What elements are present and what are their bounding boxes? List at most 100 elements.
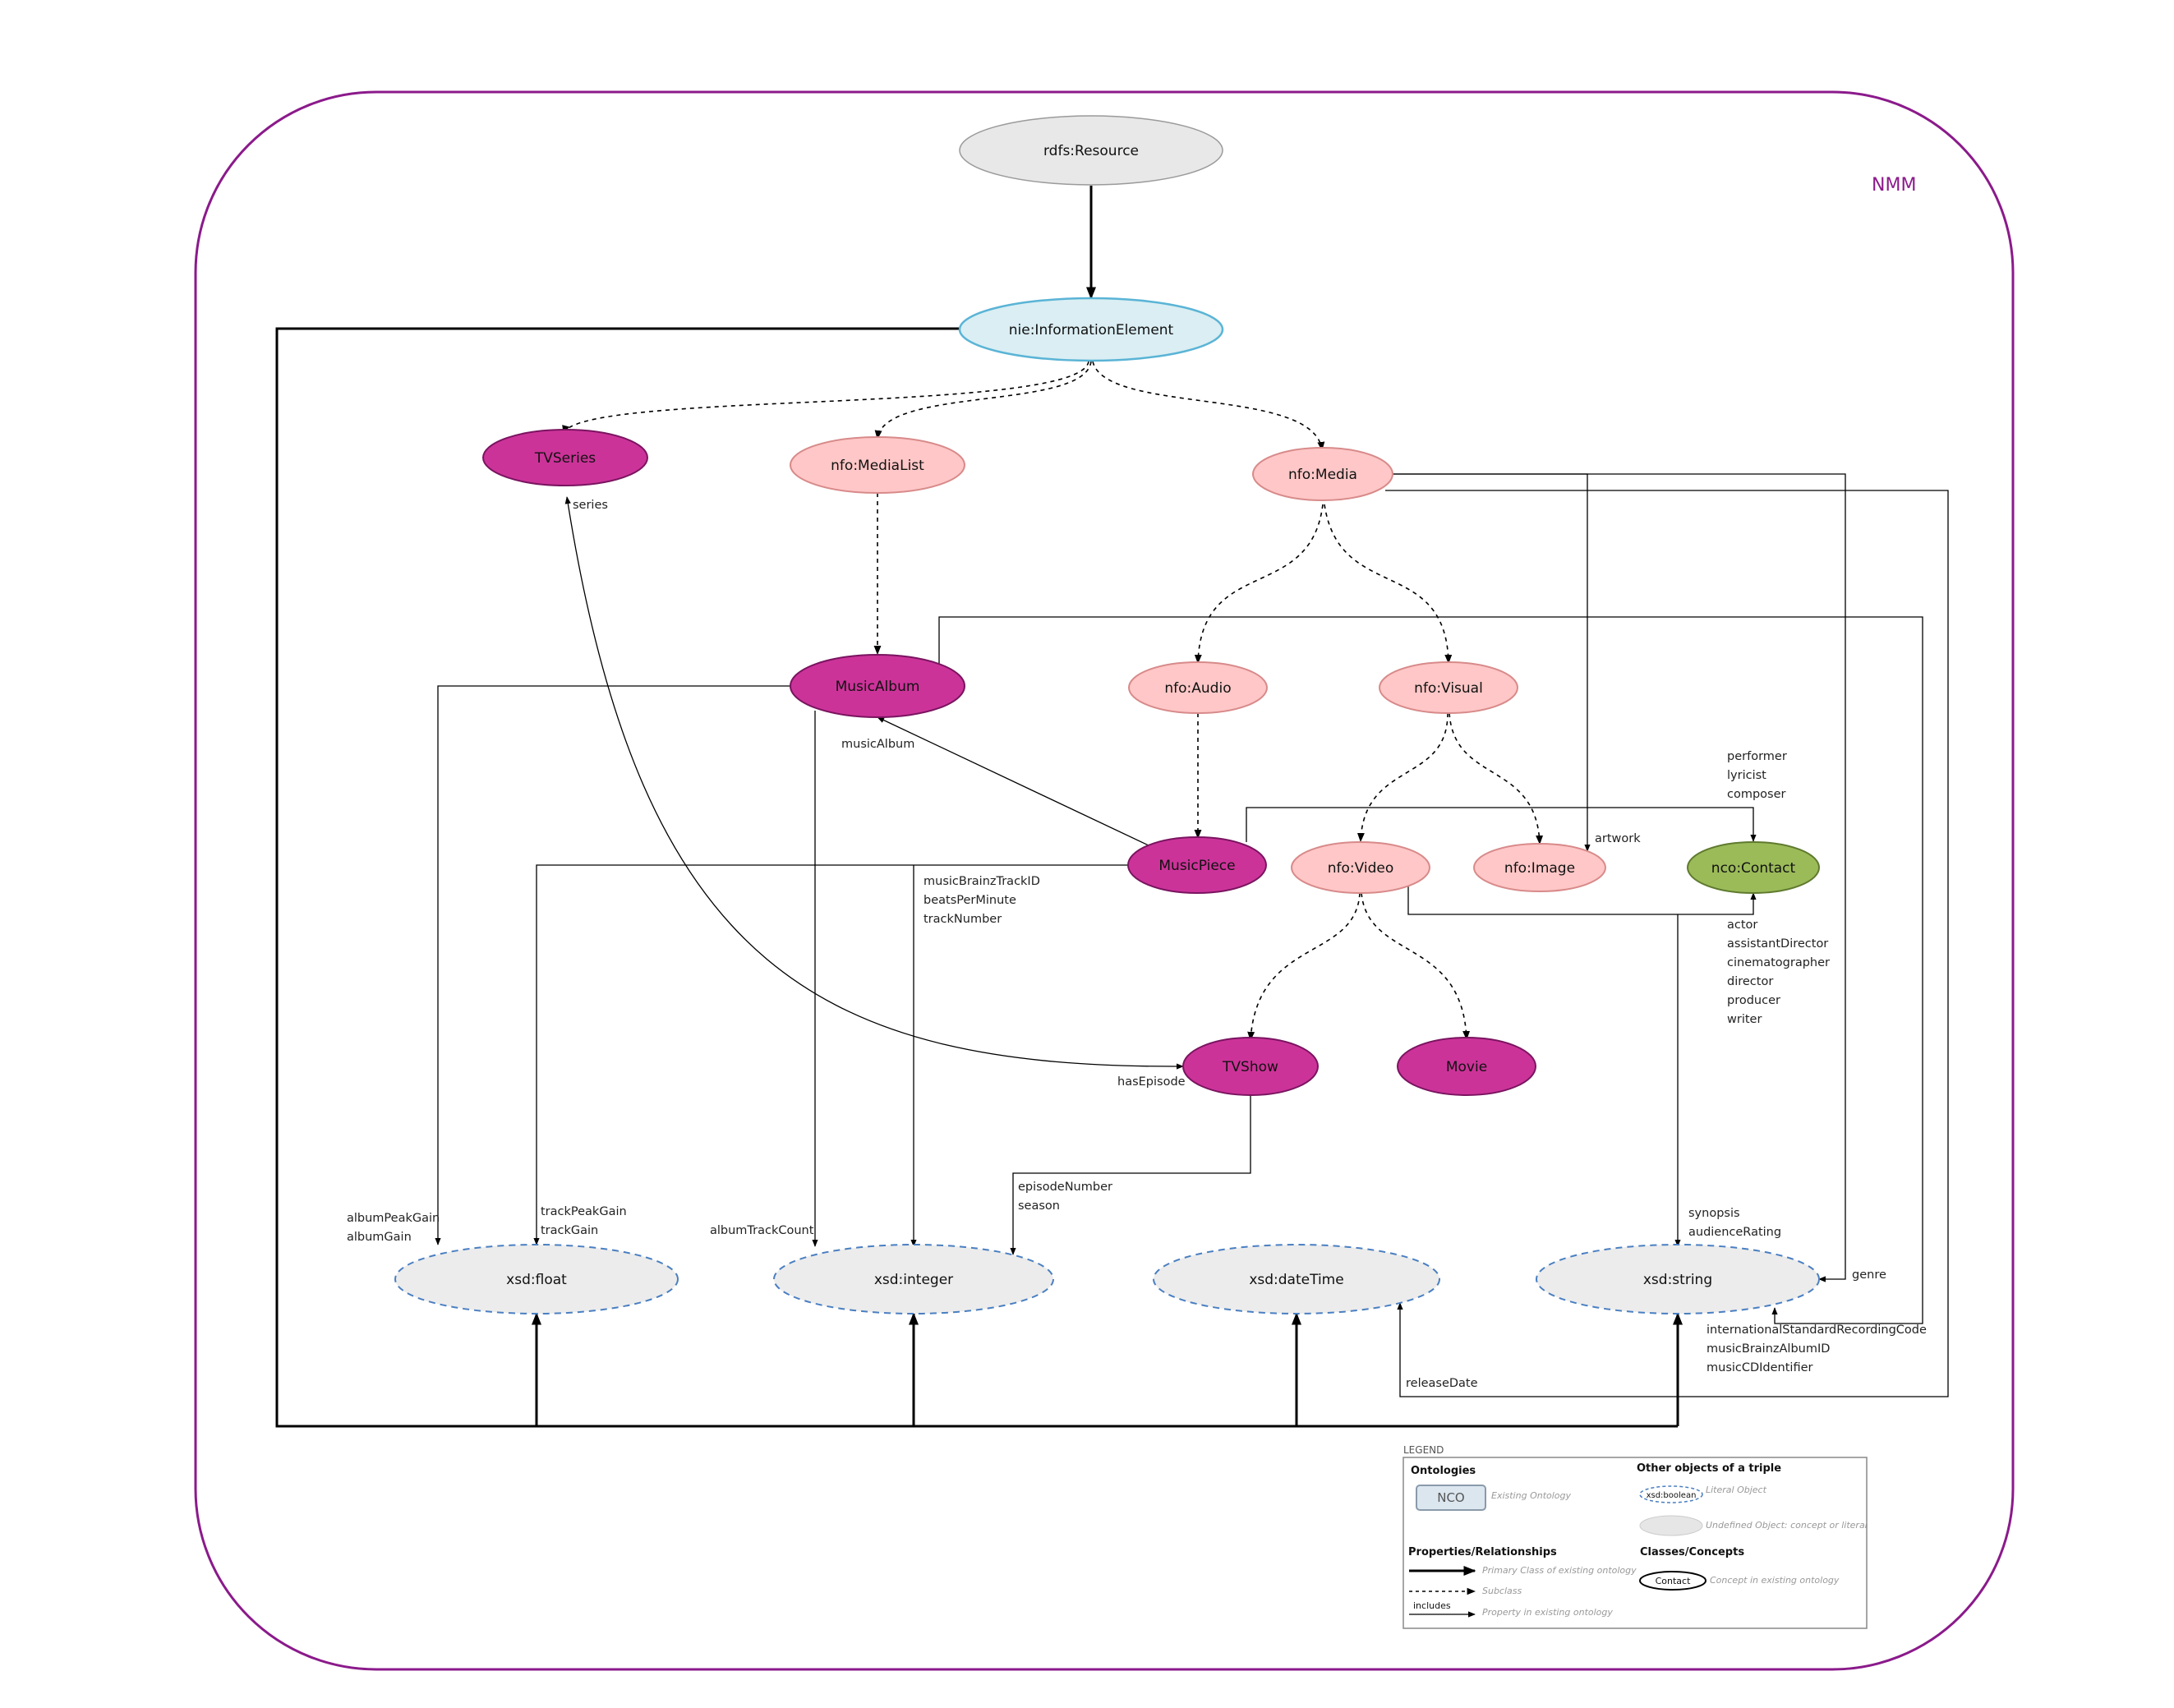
svg-text:nfo:Visual: nfo:Visual	[1414, 680, 1483, 697]
namespace-label: NMM	[1872, 175, 1916, 196]
node-music-album: MusicAlbum	[790, 654, 965, 718]
label-beats-per-minute: beatsPerMinute	[923, 894, 1016, 907]
svg-text:nfo:Audio: nfo:Audio	[1164, 680, 1231, 697]
legend-box	[1403, 1457, 1868, 1629]
node-tv-series: TVSeries	[482, 429, 648, 486]
edge-video-to-contact	[1407, 867, 1757, 915]
node-xsd-string: xsd:string	[1536, 1244, 1820, 1314]
legend-classes-heading: Classes/Concepts	[1640, 1546, 1744, 1558]
label-music-brainz-track-id: musicBrainzTrackID	[923, 875, 1040, 888]
svg-text:nie:InformationElement: nie:InformationElement	[1009, 322, 1174, 338]
label-composer: composer	[1727, 788, 1786, 801]
edge-ie-to-tvseries	[562, 361, 1089, 435]
edge-musicpiece-to-float	[533, 864, 1128, 1245]
legend-other-objects-heading: Other objects of a triple	[1637, 1462, 1781, 1475]
legend-literal-sample	[1639, 1485, 1703, 1503]
edge-media-to-audio	[1194, 504, 1324, 665]
node-nfo-video: nfo:Video	[1291, 841, 1430, 894]
legend-ontologies-heading: Ontologies	[1411, 1465, 1476, 1477]
edge-ie-to-literals	[275, 327, 1678, 1428]
svg-text:rdfs:Resource: rdfs:Resource	[1043, 143, 1139, 159]
legend-ontology-sample	[1416, 1485, 1486, 1511]
svg-text:nco:Contact: nco:Contact	[1711, 860, 1796, 877]
legend-undefined-sample	[1639, 1515, 1703, 1536]
svg-text:xsd:string: xsd:string	[1643, 1272, 1712, 1288]
node-nie-information-element: nie:InformationElement	[958, 297, 1224, 362]
svg-text:Contact: Contact	[1656, 1576, 1691, 1586]
svg-text:MusicAlbum: MusicAlbum	[836, 679, 920, 695]
edge-media-to-datetime	[1385, 490, 1949, 1397]
label-writer: writer	[1727, 1013, 1762, 1026]
legend-subclass-desc: Subclass	[1482, 1586, 1522, 1596]
label-season: season	[1018, 1199, 1060, 1213]
edge-visual-to-video	[1356, 712, 1449, 843]
label-genre: genre	[1852, 1268, 1886, 1282]
edge-media-to-string	[1393, 473, 1846, 1282]
node-nfo-image: nfo:Image	[1473, 843, 1606, 892]
legend-primary-desc: Primary Class of existing ontology	[1482, 1565, 1637, 1576]
legend-properties-heading: Properties/Relationships	[1408, 1546, 1557, 1558]
label-isrc: internationalStandardRecordingCode	[1706, 1324, 1927, 1337]
legend-literal-desc: Literal Object	[1706, 1485, 1767, 1495]
svg-text:nfo:MediaList: nfo:MediaList	[831, 458, 924, 474]
node-nfo-audio: nfo:Audio	[1128, 661, 1268, 714]
svg-text:TVShow: TVShow	[1222, 1059, 1278, 1075]
legend-ontology-desc: Existing Ontology	[1491, 1490, 1572, 1501]
node-rdfs-resource: rdfs:Resource	[959, 115, 1223, 186]
legend-property-desc: Property in existing ontology	[1482, 1607, 1613, 1618]
node-nco-contact: nco:Contact	[1687, 841, 1820, 894]
label-synopsis: synopsis	[1688, 1207, 1740, 1220]
namespace-frame	[194, 90, 2015, 1671]
svg-text:Movie: Movie	[1446, 1059, 1487, 1075]
label-track-number: trackNumber	[923, 913, 1002, 926]
label-music-brainz-album-id: musicBrainzAlbumID	[1706, 1342, 1830, 1356]
edge-musicalbum-to-float	[435, 685, 791, 1245]
label-episode-number: episodeNumber	[1018, 1181, 1112, 1194]
svg-text:xsd:integer: xsd:integer	[874, 1272, 953, 1288]
legend-includes-label: includes	[1413, 1600, 1451, 1611]
label-series: series	[573, 499, 608, 512]
edge-visual-to-image	[1449, 712, 1544, 845]
node-xsd-float: xsd:float	[394, 1244, 679, 1314]
svg-text:TVSeries: TVSeries	[534, 450, 596, 467]
legend: LEGEND Ontologies NCO Existing Ontology …	[1403, 1444, 1868, 1629]
edge-ie-to-media	[1092, 361, 1325, 452]
label-actor: actor	[1727, 918, 1757, 932]
svg-text:MusicPiece: MusicPiece	[1158, 858, 1235, 874]
label-track-peak-gain: trackPeakGain	[541, 1205, 627, 1218]
node-xsd-integer: xsd:integer	[773, 1244, 1054, 1314]
edge-labels: series musicAlbum artwork performer lyri…	[347, 499, 1927, 1390]
node-nfo-visual: nfo:Visual	[1379, 661, 1518, 714]
edge-media-to-image	[1393, 473, 1591, 852]
svg-text:nfo:Media: nfo:Media	[1288, 467, 1357, 483]
edge-video-to-movie	[1361, 892, 1471, 1041]
svg-text:xsd:boolean: xsd:boolean	[1647, 1491, 1697, 1500]
legend-undefined-desc: Undefined Object: concept or literal	[1706, 1520, 1868, 1531]
label-has-episode: hasEpisode	[1117, 1075, 1186, 1089]
label-assistant-director: assistantDirector	[1727, 937, 1828, 951]
node-nfo-media-list: nfo:MediaList	[790, 436, 965, 494]
label-album-peak-gain: albumPeakGain	[347, 1212, 440, 1225]
legend-concept-desc: Concept in existing ontology	[1710, 1575, 1840, 1586]
node-movie: Movie	[1397, 1037, 1536, 1096]
edge-musicpiece-to-musicalbum	[877, 716, 1151, 847]
svg-text:xsd:dateTime: xsd:dateTime	[1249, 1272, 1343, 1288]
edge-musicpiece-to-contact	[1246, 807, 1757, 842]
legend-concept-sample	[1639, 1571, 1706, 1591]
label-music-cd-identifier: musicCDIdentifier	[1706, 1361, 1813, 1374]
label-lyricist: lyricist	[1727, 769, 1766, 782]
node-music-piece: MusicPiece	[1127, 836, 1267, 894]
svg-text:nfo:Image: nfo:Image	[1504, 860, 1575, 877]
label-cinematographer: cinematographer	[1727, 956, 1830, 969]
edge-series-hasepisode	[564, 496, 1184, 1070]
edge-video-to-tvshow	[1247, 892, 1361, 1042]
node-xsd-datetime: xsd:dateTime	[1153, 1244, 1440, 1314]
svg-text:xsd:float: xsd:float	[506, 1272, 567, 1288]
edge-media-to-visual	[1324, 504, 1453, 665]
label-album-track-count: albumTrackCount	[710, 1224, 814, 1237]
node-nfo-media: nfo:Media	[1252, 447, 1393, 501]
edges	[275, 186, 1949, 1428]
label-director: director	[1727, 975, 1773, 988]
node-tv-show: TVShow	[1182, 1037, 1319, 1096]
edge-ie-to-medialist	[874, 361, 1092, 440]
